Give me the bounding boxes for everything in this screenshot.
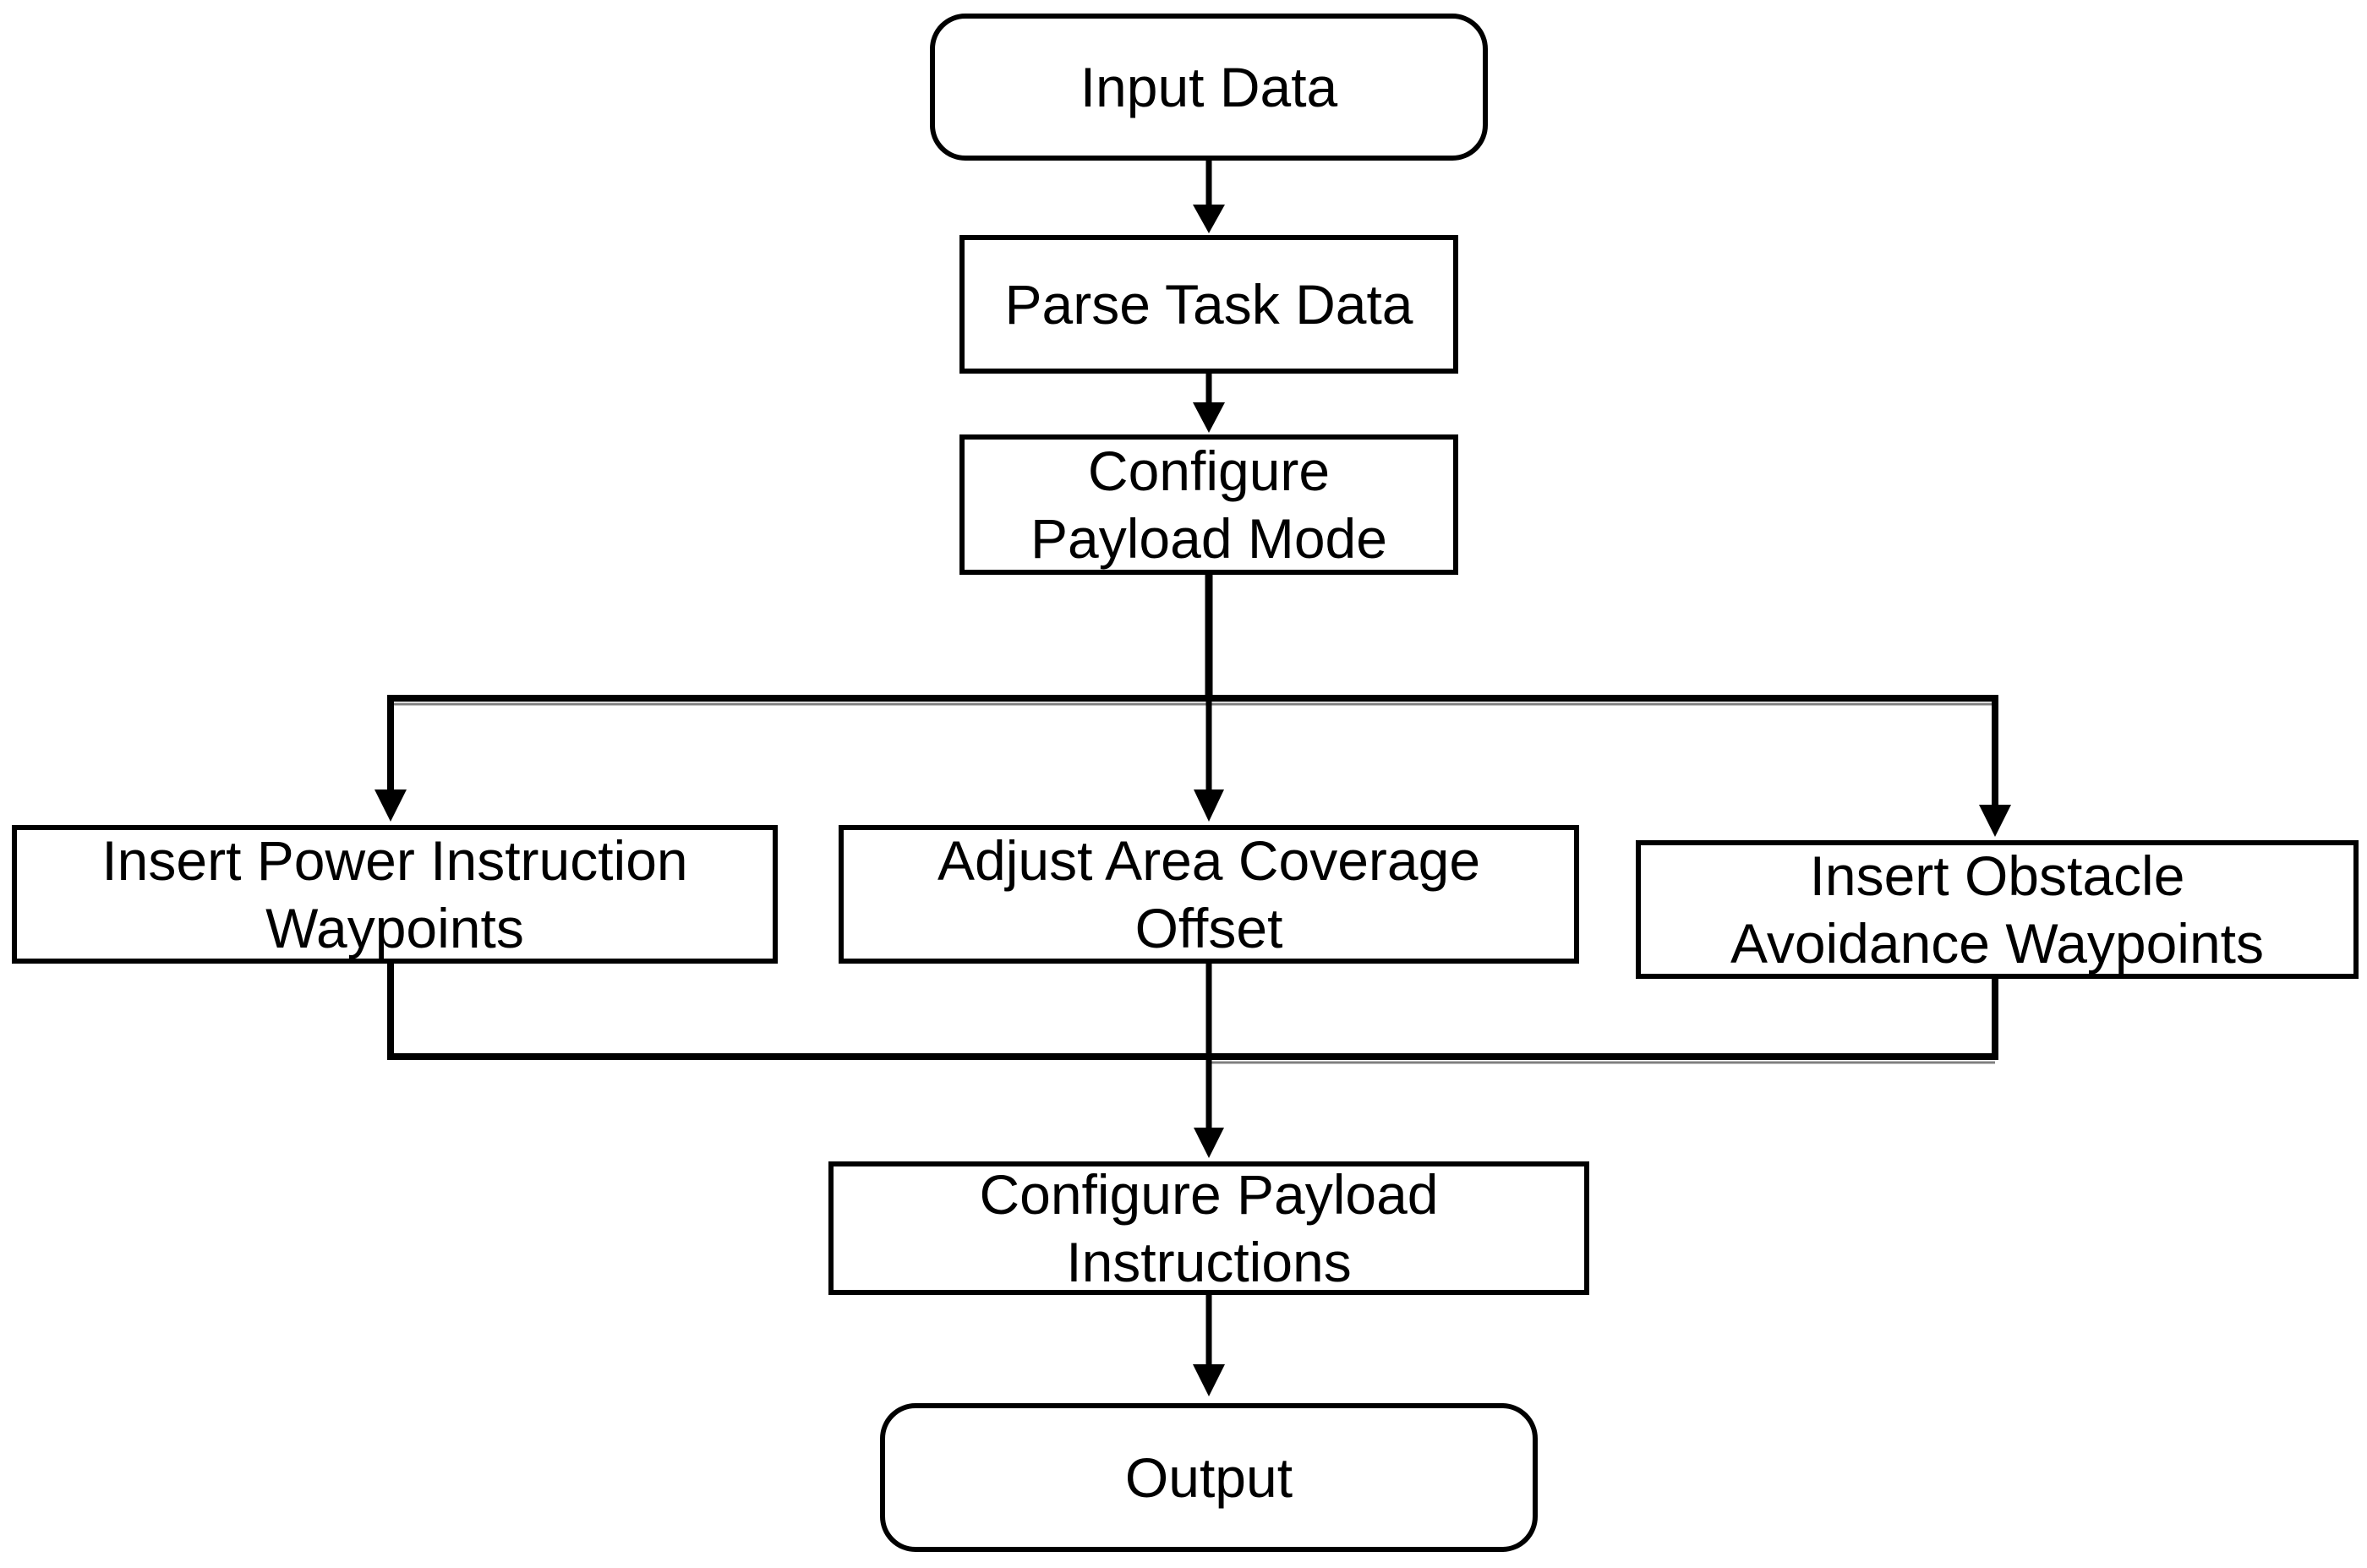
node-label-text: Insert Power Instruction [101,829,688,892]
node-label-text: Input Data [1080,56,1338,118]
arrowhead-down-icon [1193,205,1225,233]
node-output: Output [880,1403,1538,1552]
node-output-label: Output [1125,1444,1293,1511]
arrowhead-down-icon [1979,805,2011,837]
arrowhead-down-icon [1194,1128,1224,1158]
node-label-text: Configure Payload [979,1163,1439,1226]
node-configure-payload-instructions: Configure Payload Instructions [828,1161,1589,1295]
node-label-text: Output [1124,1446,1293,1509]
node-label-text: Instructions [1066,1231,1352,1293]
node-label-text: Avoidance Waypoints [1730,912,2265,975]
node-label-text: Waypoints [265,897,524,959]
node-label-text: Offset [1134,897,1283,959]
node-insert-obstacle-avoidance-waypoints-label: Insert Obstacle Avoidance Waypoints [1730,842,2264,977]
node-configure-payload-instructions-label: Configure Payload Instructions [979,1161,1438,1296]
node-parse-task-data: Parse Task Data [959,235,1458,374]
node-label-text: Payload Mode [1030,507,1387,570]
node-insert-power-instruction-waypoints: Insert Power Instruction Waypoints [12,825,778,964]
node-label-text: Insert Obstacle [1809,844,2185,907]
node-insert-obstacle-avoidance-waypoints: Insert Obstacle Avoidance Waypoints [1636,840,2359,979]
node-insert-power-instruction-waypoints-label: Insert Power Instruction Waypoints [101,827,687,962]
node-input-data: Input Data [930,14,1488,161]
node-configure-payload-mode: Configure Payload Mode [959,434,1458,575]
node-label-text: Configure [1087,440,1331,502]
arrowhead-down-icon [1193,1364,1225,1396]
node-input-data-label: Input Data [1080,53,1338,121]
arrowhead-down-icon [374,789,407,822]
arrowhead-down-icon [1194,789,1224,822]
node-label-text: Parse Task Data [1004,273,1413,336]
arrowhead-down-icon [1193,402,1225,433]
node-label-text: Adjust Area Coverage [937,829,1481,892]
node-adjust-area-coverage-offset-label: Adjust Area Coverage Offset [938,827,1480,962]
node-configure-payload-mode-label: Configure Payload Mode [1030,437,1387,572]
node-parse-task-data-label: Parse Task Data [1004,270,1413,338]
node-adjust-area-coverage-offset: Adjust Area Coverage Offset [839,825,1579,964]
